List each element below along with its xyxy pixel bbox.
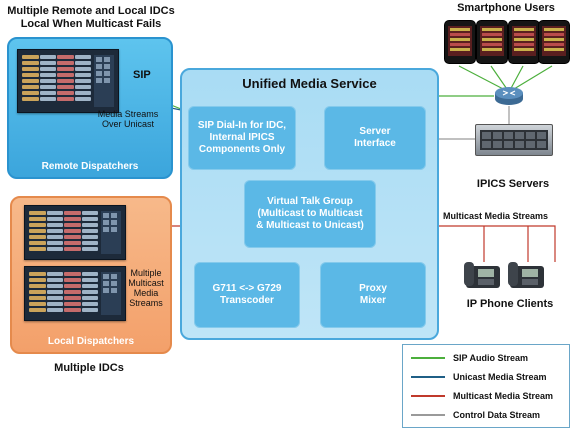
- local-dispatch-console-1: [24, 205, 126, 260]
- sip-label: SIP: [133, 69, 151, 81]
- smartphone-icon: [444, 20, 476, 64]
- proxy-mixer-tile: Proxy Mixer: [320, 262, 426, 328]
- legend-swatch: [411, 395, 445, 397]
- multiple-idcs-label: Multiple IDCs: [54, 362, 124, 374]
- legend-item-multicast: Multicast Media Stream: [411, 390, 553, 402]
- transcoder-line-2: Transcoder: [220, 295, 274, 306]
- transcoder-tile: G711 <-> G729 Transcoder: [194, 262, 300, 328]
- ipics-servers-label: IPICS Servers: [476, 178, 550, 190]
- remote-streams-label: Media Streams Over Unicast: [89, 109, 167, 129]
- sip-line-phone-1: [458, 65, 510, 93]
- smartphone-icon: [538, 20, 570, 64]
- legend-swatch: [411, 376, 445, 378]
- remote-header: Multiple Remote and Local IDCs Local Whe…: [6, 5, 176, 31]
- smartphone-icon: [476, 20, 508, 64]
- local-dispatchers-group: Multiple Multicast Media Streams Local D…: [10, 196, 172, 354]
- local-streams-line-2: Multicast: [128, 278, 164, 288]
- legend-swatch: [411, 357, 445, 359]
- remote-dispatch-console: [17, 49, 119, 113]
- local-dispatch-console-2: [24, 266, 126, 321]
- remote-header-line-1: Multiple Remote and Local IDCs: [7, 5, 175, 17]
- smartphone-users-label: Smartphone Users: [457, 2, 555, 14]
- ums-title: Unified Media Service: [242, 76, 377, 91]
- unified-media-service: Unified Media Service SIP Dial-In for ID…: [180, 68, 439, 340]
- multicast-line-ip-phones: [435, 225, 556, 262]
- local-streams-label: Multiple Multicast Media Streams: [124, 268, 168, 308]
- sip-dial-in-line-1: SIP Dial-In for IDC,: [197, 120, 287, 131]
- transcoder-line-1: G711 <-> G729: [212, 283, 282, 294]
- legend-label: Unicast Media Stream: [453, 372, 547, 382]
- sip-line-phone-4: [508, 65, 553, 93]
- legend-item-sip: SIP Audio Stream: [411, 352, 528, 364]
- sip-dial-in-line-3: Components Only: [198, 144, 286, 155]
- remote-streams-line-2: Over Unicast: [101, 119, 154, 129]
- ip-phone-clients-label: IP Phone Clients: [466, 298, 554, 310]
- legend-label: Multicast Media Stream: [453, 391, 554, 401]
- local-streams-line-1: Multiple: [130, 268, 162, 278]
- ip-phone-icon: [464, 262, 500, 288]
- legend-label: Control Data Stream: [453, 410, 541, 420]
- sip-dial-in-tile: SIP Dial-In for IDC, Internal IPICS Comp…: [188, 106, 296, 170]
- local-dispatchers-label: Local Dispatchers: [47, 336, 135, 347]
- virtual-talk-group-tile: Virtual Talk Group (Multicast to Multica…: [244, 180, 376, 248]
- multicast-streams-label: Multicast Media Streams: [443, 211, 549, 221]
- sip-dial-in-line-2: Internal IPICS: [209, 132, 275, 143]
- legend: SIP Audio Stream Unicast Media Stream Mu…: [402, 344, 570, 428]
- local-streams-line-4: Streams: [129, 298, 163, 308]
- legend-item-control: Control Data Stream: [411, 409, 540, 421]
- smartphone-icon: [508, 20, 540, 64]
- remote-dispatchers-label: Remote Dispatchers: [41, 161, 139, 172]
- legend-item-unicast: Unicast Media Stream: [411, 371, 547, 383]
- local-streams-line-3: Media: [133, 288, 159, 298]
- router-icon: [495, 87, 523, 105]
- vtg-line-2: (Multicast to Multicast: [257, 208, 363, 219]
- remote-dispatchers-group: SIP Media Streams Over Unicast Remote Di…: [7, 37, 173, 179]
- proxy-mixer-line-2: Mixer: [359, 295, 387, 306]
- server-interface-tile: Server Interface: [324, 106, 426, 170]
- legend-label: SIP Audio Stream: [453, 353, 529, 363]
- server-interface-line-1: Server: [359, 126, 391, 137]
- ipics-server-icon: [475, 124, 553, 156]
- proxy-mixer-line-1: Proxy: [359, 283, 387, 294]
- legend-swatch: [411, 414, 445, 416]
- server-interface-line-2: Interface: [354, 138, 396, 149]
- vtg-line-3: & Multicast to Unicast): [256, 220, 364, 231]
- vtg-line-1: Virtual Talk Group: [267, 196, 353, 207]
- ip-phone-icon: [508, 262, 544, 288]
- remote-header-line-2: Local When Multicast Fails: [20, 18, 162, 30]
- remote-streams-line-1: Media Streams: [97, 109, 159, 119]
